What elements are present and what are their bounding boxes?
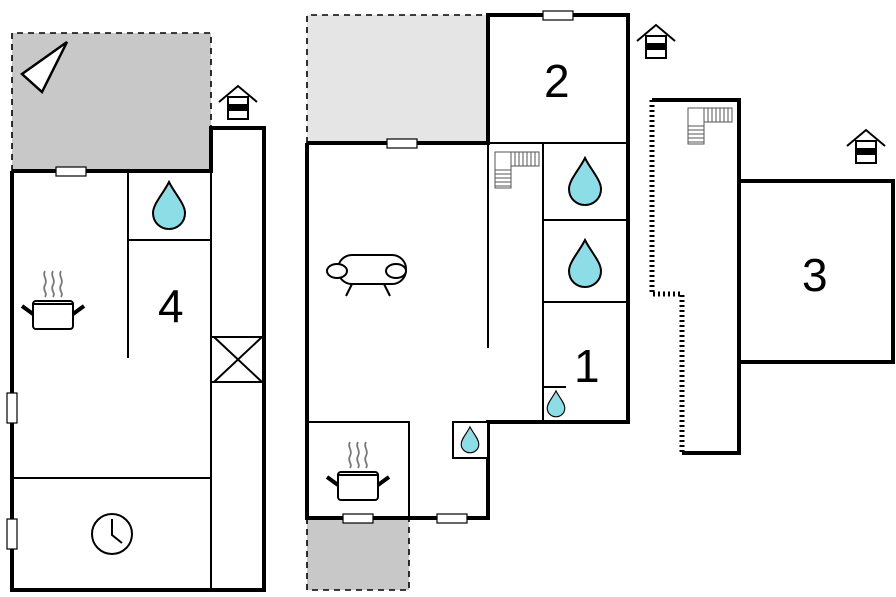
right-building: 3 (649, 98, 895, 455)
water-drop-icon (546, 390, 566, 418)
room-number: 2 (544, 55, 570, 107)
staircase-icon (687, 107, 733, 145)
room-number: 1 (574, 340, 600, 392)
terrace-left (12, 33, 211, 171)
room-number: 4 (158, 280, 184, 332)
window (436, 513, 468, 524)
cooking-pot-icon (325, 440, 391, 502)
water-drop-icon (568, 157, 602, 206)
window (6, 518, 18, 550)
room-number: 3 (802, 249, 828, 301)
terrace-top (307, 15, 488, 143)
window (6, 392, 18, 424)
window (386, 138, 418, 149)
left-building: 4 (6, 32, 266, 592)
cooking-pot-icon (20, 269, 86, 331)
water-drop-icon (152, 181, 186, 230)
void-cross (211, 336, 264, 383)
window (55, 166, 87, 177)
window (542, 10, 574, 21)
middle-building: 2 1 (305, 10, 676, 591)
entrance-arrow-icon (20, 40, 69, 95)
house-marker-icon (218, 85, 258, 120)
clock-icon (91, 513, 133, 555)
house-marker-icon (846, 129, 886, 164)
sofa-icon (326, 254, 407, 297)
water-drop-icon (568, 239, 602, 288)
house-marker-icon (636, 24, 676, 59)
terrace-bottom (307, 518, 409, 590)
staircase-icon (494, 151, 540, 189)
window (342, 513, 374, 524)
